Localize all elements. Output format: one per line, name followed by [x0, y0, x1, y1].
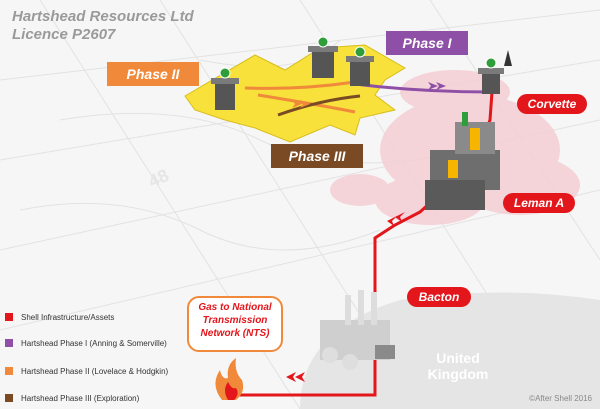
company-title: Hartshead Resources Ltd: [12, 8, 194, 25]
phase1-platform-b: [346, 46, 374, 86]
nts-line-2: Transmission: [202, 315, 268, 326]
leman-a-complex: [425, 112, 500, 210]
phase2-platform-a: [211, 67, 239, 110]
block-number-label: 48: [145, 165, 172, 192]
phase1-flow-arrows: [428, 82, 446, 90]
legend-swatch-phase1: [5, 339, 13, 347]
copyright-text: ©After Shell 2016: [529, 394, 592, 403]
legend-label-phase2: Hartshead Phase II (Lovelace & Hodgkin): [21, 366, 169, 376]
nts-line-1: Gas to National: [198, 302, 272, 313]
legend-item-phase1: Hartshead Phase I (Anning & Somerville): [5, 337, 167, 349]
gas-flame-icon: [215, 358, 244, 400]
phase2-flow-arrows: [292, 100, 310, 108]
uk-line-2: Kingdom: [427, 366, 489, 382]
phase2-pipeline: [244, 80, 356, 90]
nts-callout: Gas to National Transmission Network (NT…: [187, 296, 283, 352]
nts-line-3: Network (NTS): [200, 328, 270, 339]
phase3-label: Phase III: [271, 144, 363, 168]
phase1-platform-a: [308, 36, 338, 78]
uk-label: United Kingdom: [418, 350, 498, 382]
phase2-label: Phase II: [107, 62, 199, 86]
phase3-pipeline: [277, 94, 361, 117]
legend-label-shell: Shell Infrastructure/Assets: [21, 312, 115, 322]
legend-swatch-phase2: [5, 367, 13, 375]
bacton-terminal: [320, 290, 395, 370]
legend-item-phase2: Hartshead Phase II (Lovelace & Hodgkin): [5, 365, 168, 377]
legend-label-phase3: Hartshead Phase III (Exploration): [21, 393, 140, 403]
corvette-label: Corvette: [517, 94, 587, 114]
corvette-platform: [478, 50, 512, 94]
legend-swatch-shell: [5, 313, 13, 321]
licence-title: Licence P2607: [12, 26, 116, 43]
phase1-label: Phase I: [386, 31, 468, 55]
leman-a-label: Leman A: [503, 193, 575, 213]
legend-item-phase3: Hartshead Phase III (Exploration): [5, 392, 139, 404]
legend-item-shell: Shell Infrastructure/Assets: [5, 311, 114, 323]
bacton-label: Bacton: [407, 287, 471, 307]
legend-swatch-phase3: [5, 394, 13, 402]
uk-line-1: United: [436, 350, 480, 366]
legend-label-phase1: Hartshead Phase I (Anning & Somerville): [21, 338, 167, 348]
shell-flow-arrows: [286, 212, 405, 382]
